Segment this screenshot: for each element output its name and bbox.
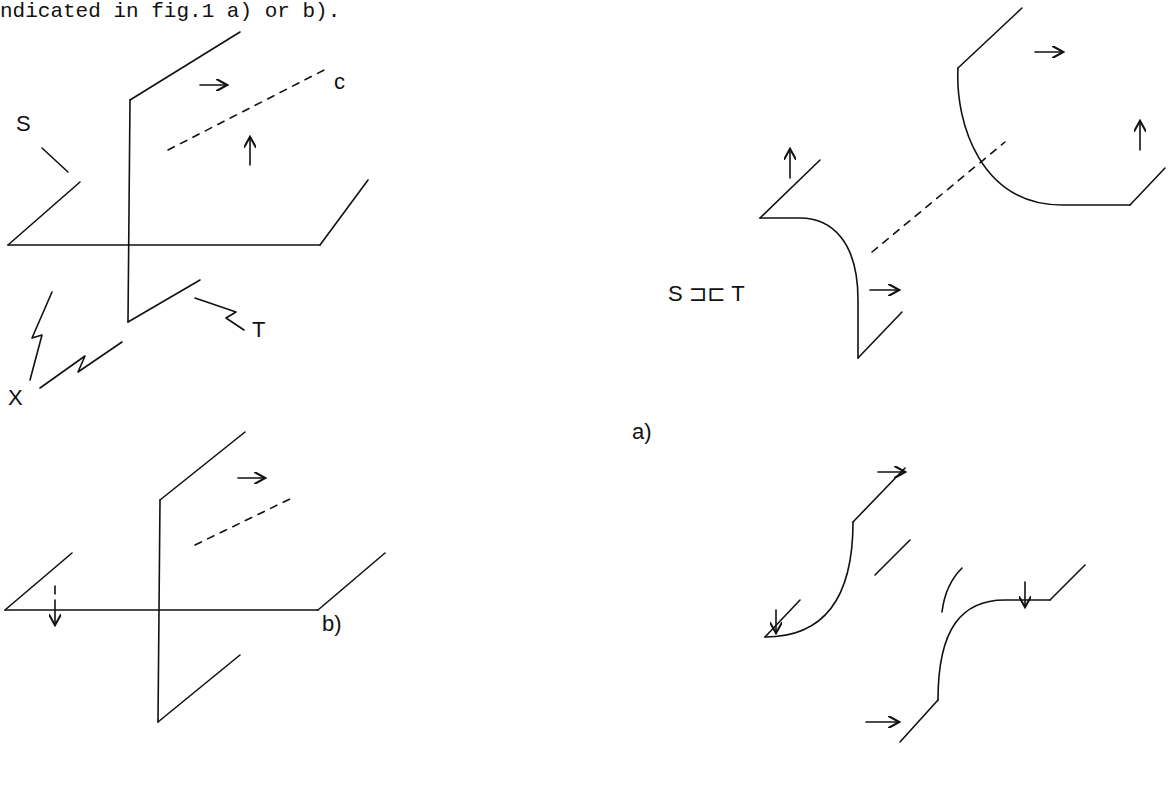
- subfigure-label: a): [632, 420, 652, 444]
- crossing-planes-a: [8, 32, 368, 388]
- subfigure-label: b): [322, 612, 342, 636]
- curve-label: c: [334, 70, 345, 94]
- surface-label: T: [252, 318, 265, 342]
- surface-label: S: [16, 112, 31, 136]
- crossing-planes-b: [5, 432, 385, 722]
- operation-label: S ⊐⊏ T: [668, 282, 745, 306]
- surface-label: X: [8, 386, 23, 410]
- smoothed-surface-b: [765, 468, 1085, 742]
- caption-fragment: ndicated in fig.1 a) or b).: [0, 0, 340, 23]
- smoothed-surface-a: [760, 8, 1165, 358]
